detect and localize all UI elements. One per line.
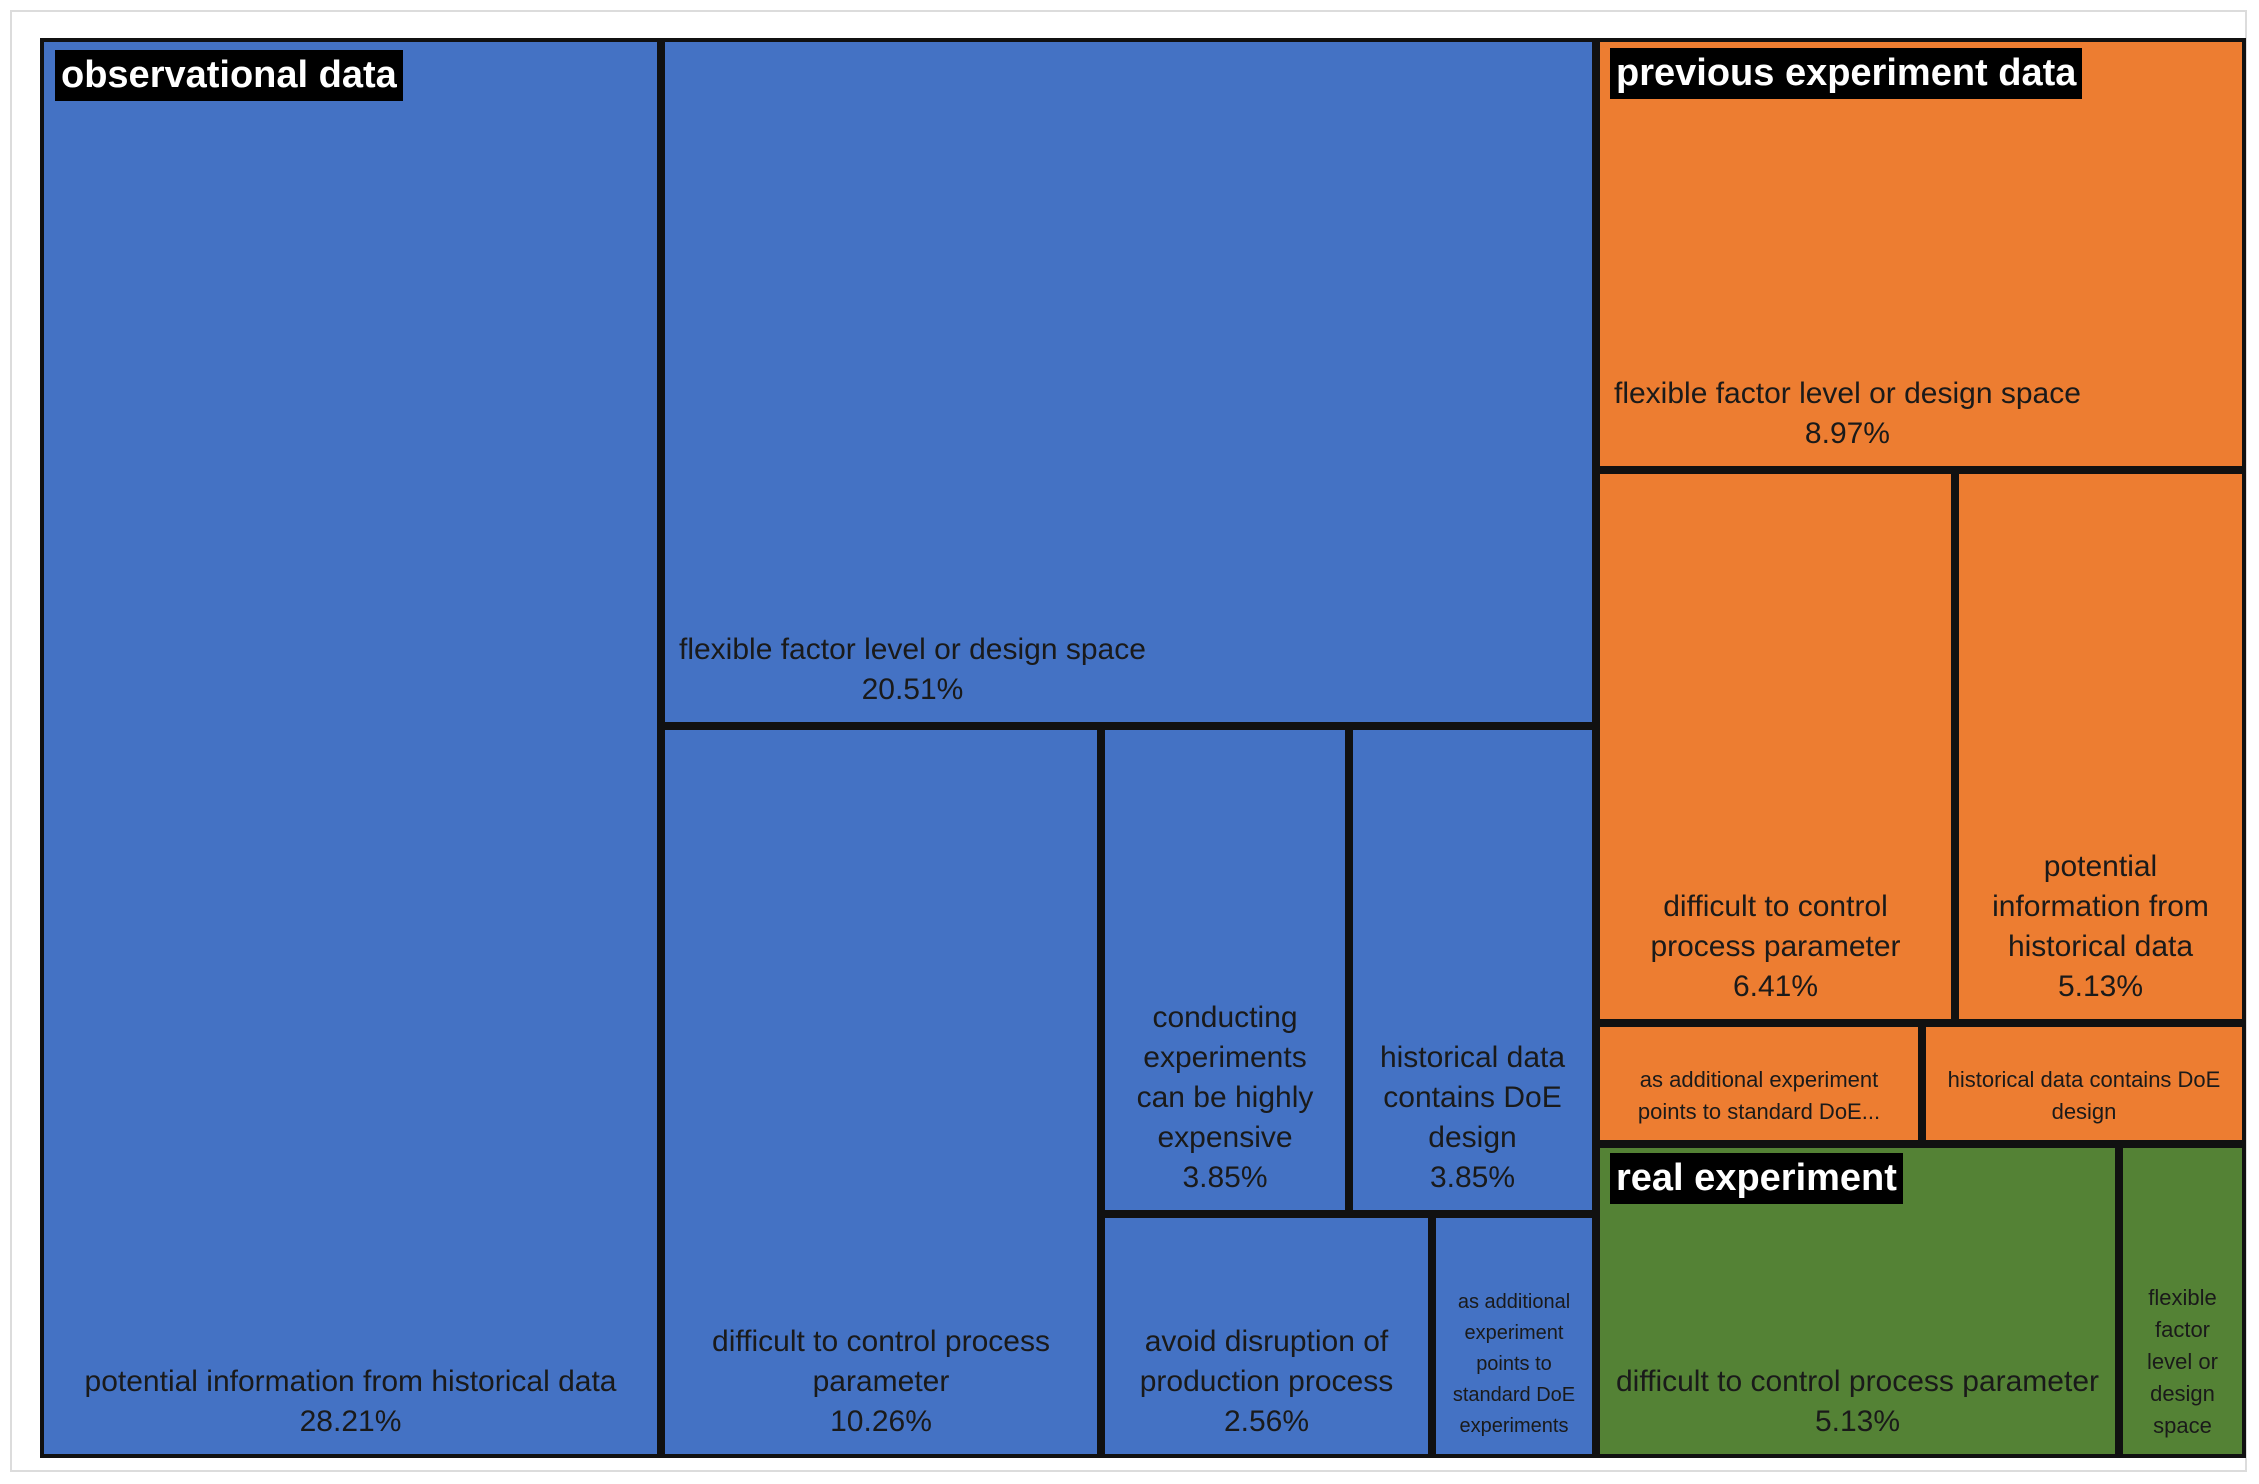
tile-label: historical data contains DoE design 3.85%	[1353, 1038, 1592, 1210]
treemap-tile: as additional experiment points to stand…	[1432, 1214, 1596, 1458]
tile-label-text: historical data contains DoE design	[1379, 1041, 1566, 1154]
treemap-tile: difficult to control process parameter 6.…	[1596, 470, 1955, 1023]
group-label: observational data	[55, 50, 403, 101]
tile-label-text: flexible factor level or design space	[679, 633, 1146, 666]
tile-label-text: conducting experiments can be highly exp…	[1136, 1001, 1314, 1154]
tile-label-text: flexible factor level or design space	[2147, 1285, 2218, 1438]
tile-label: flexible factor level or design space	[2123, 1282, 2242, 1454]
treemap-tile: historical data contains DoE design	[1922, 1023, 2246, 1144]
treemap-tile: potential information from historical da…	[1955, 470, 2246, 1023]
tile-value: 20.51%	[861, 673, 964, 706]
tile-label-text: avoid disruption of production process	[1139, 1325, 1394, 1398]
tile-label: avoid disruption of production process 2.…	[1105, 1322, 1428, 1454]
tile-label: as additional experiment points to stand…	[1436, 1287, 1592, 1454]
treemap-tile: potential information from historical da…	[40, 38, 661, 1458]
treemap-tile: historical data contains DoE design 3.85%	[1349, 726, 1596, 1214]
chart-frame: potential information from historical da…	[10, 10, 2247, 1472]
tile-value: 6.41%	[1732, 970, 1819, 1003]
treemap-tile: flexible factor level or design space 8.9…	[1596, 38, 2246, 470]
tile-label-text: historical data contains DoE design	[1947, 1067, 2221, 1124]
treemap-tile: avoid disruption of production process 2.…	[1101, 1214, 1432, 1458]
tile-label: historical data contains DoE design	[1926, 1064, 2242, 1140]
tile-value: 2.56%	[1223, 1405, 1310, 1438]
treemap-tile: difficult to control process parameter 10…	[661, 726, 1101, 1458]
tile-label-text: difficult to control process parameter	[1650, 890, 1901, 963]
treemap: potential information from historical da…	[40, 38, 2246, 1458]
tile-label-text: flexible factor level or design space	[1614, 377, 2081, 410]
tile-value: 10.26%	[830, 1405, 932, 1438]
tile-label: potential information from historical da…	[71, 1362, 631, 1454]
tile-label: potential information from historical da…	[1959, 847, 2242, 1019]
tile-label-text: difficult to control process parameter	[712, 1325, 1050, 1398]
treemap-tile: conducting experiments can be highly exp…	[1101, 726, 1349, 1214]
group-label: real experiment	[1610, 1153, 1903, 1204]
tile-label-text: as additional experiment points to stand…	[1452, 1291, 1576, 1437]
tile-value: 3.85%	[1182, 1161, 1268, 1194]
tile-value: 28.21%	[299, 1405, 402, 1438]
tile-label-text: as additional experiment points to stand…	[1637, 1067, 1881, 1124]
tile-label: flexible factor level or design space 20.…	[665, 630, 1160, 722]
tile-value: 3.85%	[1429, 1161, 1516, 1194]
tile-label: difficult to control process parameter 6.…	[1600, 887, 1951, 1019]
treemap-tile: flexible factor level or design space	[2119, 1144, 2246, 1458]
tile-label: conducting experiments can be highly exp…	[1105, 998, 1345, 1210]
tile-label: difficult to control process parameter 5.…	[1602, 1362, 2113, 1454]
tile-label: difficult to control process parameter 10…	[665, 1322, 1097, 1454]
tile-label-text: difficult to control process parameter	[1615, 1365, 2099, 1398]
tile-value: 5.13%	[2057, 970, 2144, 1003]
tile-label: flexible factor level or design space 8.9…	[1600, 374, 2095, 466]
group-label: previous experiment data	[1610, 48, 2083, 99]
tile-label: as additional experiment points to stand…	[1600, 1064, 1918, 1140]
treemap-tile: flexible factor level or design space 20.…	[661, 38, 1596, 726]
tile-label-text: potential information from historical da…	[1992, 850, 2209, 963]
tile-value: 8.97%	[1804, 417, 1890, 450]
treemap-tile: as additional experiment points to stand…	[1596, 1023, 1922, 1144]
tile-label-text: potential information from historical da…	[84, 1365, 617, 1398]
tile-value: 5.13%	[1814, 1405, 1901, 1438]
